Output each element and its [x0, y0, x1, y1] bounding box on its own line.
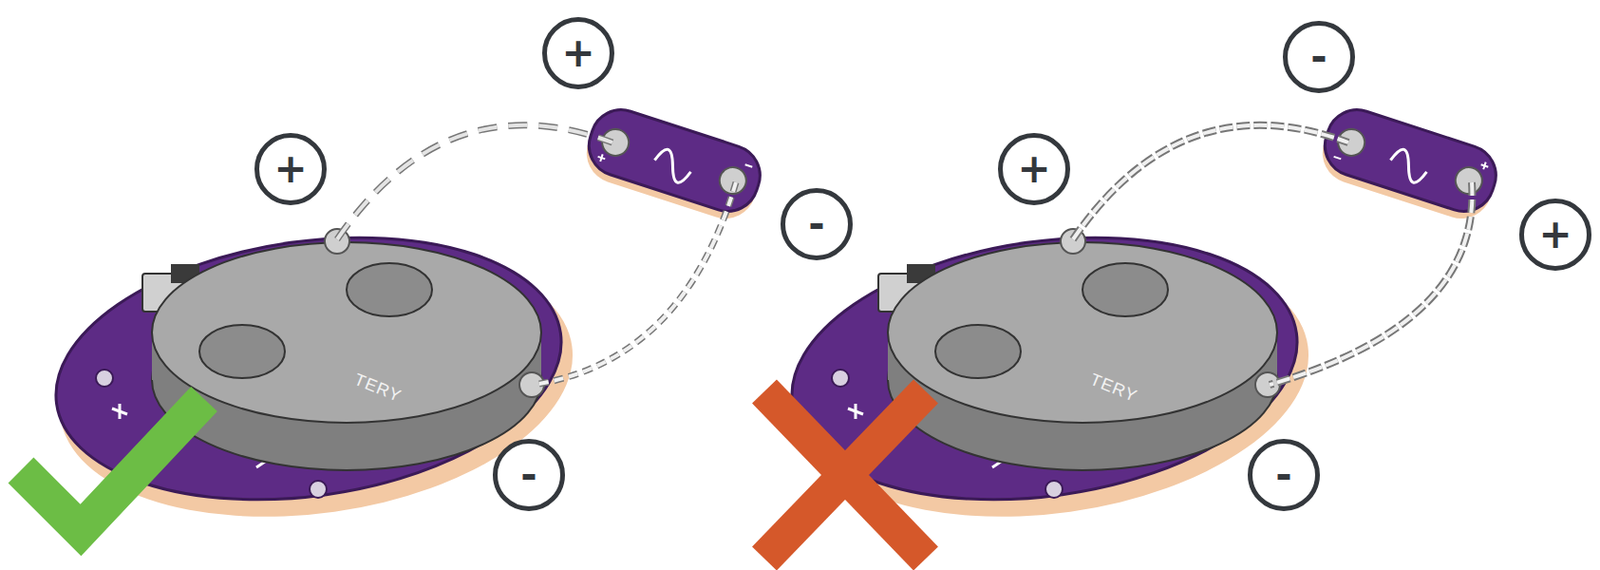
thread: [1072, 125, 1349, 240]
check-mark: [20, 398, 205, 530]
thread: [1269, 182, 1472, 385]
sign-circle: -: [492, 438, 565, 511]
sign-circle: +: [254, 132, 327, 206]
thread: [533, 182, 736, 385]
sign-circle: -: [1282, 20, 1356, 94]
sign-circle: +: [997, 132, 1071, 206]
polarity-sign: -: [808, 204, 825, 245]
thread: [1072, 125, 1349, 240]
sign-circle: +: [1519, 198, 1592, 271]
polarity-sign: -: [1275, 454, 1292, 495]
polarity-sign: +: [1016, 149, 1051, 189]
thread: [533, 182, 736, 385]
cross-mark: [764, 391, 926, 559]
polarity-sign: +: [1538, 214, 1572, 255]
cross-mark: [764, 391, 926, 559]
thread: [337, 125, 613, 240]
polarity-sign: +: [273, 149, 307, 189]
sign-circle: +: [542, 17, 615, 90]
polarity-sign: -: [520, 454, 537, 495]
polarity-sign: +: [561, 33, 595, 74]
thread: [1269, 182, 1472, 385]
sign-circle: -: [780, 188, 853, 261]
polarity-sign: -: [1310, 37, 1327, 77]
sign-circle: -: [1247, 438, 1320, 511]
thread: [337, 125, 613, 240]
led-board: [579, 101, 769, 226]
